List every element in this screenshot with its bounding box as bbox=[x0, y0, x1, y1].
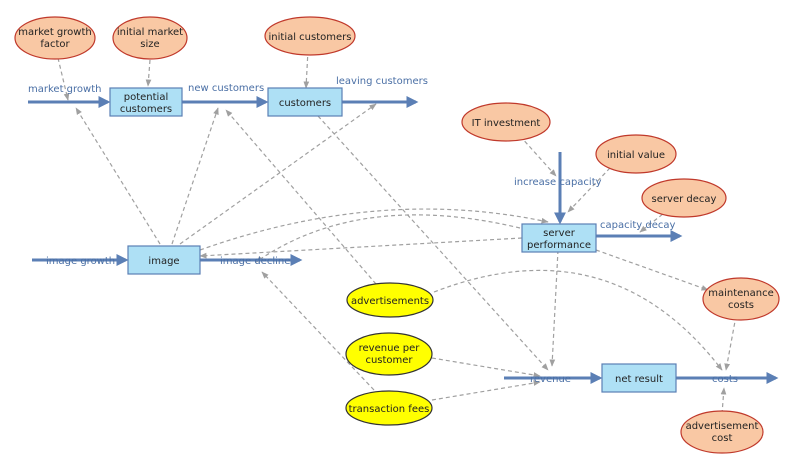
param-initial-value[interactable]: initial value bbox=[595, 134, 677, 174]
param-initial-market-size[interactable]: initial market size bbox=[112, 16, 188, 60]
stock-net-result-label: net result bbox=[615, 374, 663, 385]
link-server-to-image-growth bbox=[199, 237, 523, 259]
stock-potential-customers-line1: potential bbox=[124, 92, 168, 103]
flow-label-capacity-decay: capacity decay bbox=[600, 220, 676, 231]
param-initial-value-label: initial value bbox=[607, 150, 665, 161]
link-server-decay bbox=[639, 209, 669, 233]
param-market-growth-factor-line2: factor bbox=[40, 39, 70, 50]
param-initial-market-size-line2: size bbox=[140, 39, 159, 50]
input-revenue-per-customer-line1: revenue per bbox=[359, 343, 421, 354]
stock-image[interactable]: image bbox=[127, 245, 201, 275]
influence-links bbox=[57, 49, 737, 415]
flow-label-image-growth: image growth bbox=[46, 256, 115, 267]
param-maintenance-costs-line2: costs bbox=[728, 300, 754, 311]
param-advertisement-cost-line1: advertisement bbox=[686, 421, 759, 432]
link-image-to-leaving-customers bbox=[179, 103, 377, 245]
link-server-to-image-decline bbox=[255, 214, 521, 263]
link-market-growth-factor bbox=[57, 57, 70, 101]
flow-label-new-customers: new customers bbox=[188, 83, 264, 94]
param-server-decay-label: server decay bbox=[652, 194, 717, 205]
param-it-investment[interactable]: IT investment bbox=[461, 102, 551, 142]
flow-label-image-decline: image decline bbox=[220, 256, 290, 267]
param-maintenance-costs[interactable]: maintenance costs bbox=[702, 277, 780, 321]
param-initial-market-size-line1: initial market bbox=[117, 27, 183, 38]
stock-server-performance-line2: performance bbox=[527, 240, 591, 251]
stock-customers[interactable]: customers bbox=[267, 87, 343, 117]
stock-net-result[interactable]: net result bbox=[601, 363, 677, 393]
link-initial-value bbox=[567, 167, 611, 213]
link-image-to-server-decline bbox=[199, 208, 549, 251]
param-initial-customers-label: initial customers bbox=[269, 32, 352, 43]
flow-label-leaving-customers: leaving customers bbox=[336, 76, 428, 87]
stock-potential-customers[interactable]: potential customers bbox=[109, 87, 183, 117]
param-maintenance-costs-line1: maintenance bbox=[708, 288, 774, 299]
link-advertisements-to-new-customers bbox=[225, 109, 377, 285]
input-transaction-fees-label: transaction fees bbox=[349, 404, 430, 415]
link-maintenance-to-costs bbox=[724, 315, 737, 371]
link-image-to-new-customers bbox=[171, 107, 219, 245]
link-advertisement-cost bbox=[720, 387, 727, 415]
flow-label-costs: costs bbox=[712, 374, 738, 385]
param-advertisement-cost-line2: cost bbox=[712, 433, 733, 444]
stock-server-performance-line1: server bbox=[543, 228, 576, 239]
input-revenue-per-customer-line2: customer bbox=[365, 355, 413, 366]
flow-labels: market growth new customers leaving cust… bbox=[28, 76, 738, 385]
param-it-investment-label: IT investment bbox=[472, 118, 541, 129]
param-advertisement-cost[interactable]: advertisement cost bbox=[680, 410, 764, 454]
link-server-to-revenue bbox=[549, 249, 559, 367]
stock-image-label: image bbox=[148, 256, 179, 267]
param-server-decay[interactable]: server decay bbox=[641, 178, 727, 218]
link-image-to-market-growth bbox=[75, 107, 161, 245]
stock-potential-customers-line2: customers bbox=[120, 104, 172, 115]
flow-label-revenue: revenue bbox=[530, 374, 571, 385]
flow-label-market-growth: market growth bbox=[28, 84, 101, 95]
link-advertisements-to-costs bbox=[433, 269, 723, 371]
link-transaction-fees bbox=[431, 380, 541, 401]
input-advertisements-label: advertisements bbox=[351, 296, 429, 307]
flows bbox=[28, 96, 779, 384]
link-initial-customers bbox=[303, 49, 310, 89]
link-it-investment-to-increase bbox=[519, 135, 557, 177]
link-initial-market-size bbox=[145, 59, 152, 87]
input-revenue-per-customer[interactable]: revenue per customer bbox=[345, 332, 433, 376]
input-advertisements[interactable]: advertisements bbox=[346, 282, 434, 318]
link-revenue-per-customer bbox=[431, 357, 541, 378]
param-market-growth-factor[interactable]: market growth factor bbox=[14, 16, 96, 60]
link-transaction-fees-to-image-decline bbox=[261, 271, 375, 391]
stock-server-performance[interactable]: server performance bbox=[521, 223, 597, 253]
link-server-to-maintenance bbox=[595, 249, 709, 291]
link-customers-to-revenue bbox=[317, 115, 549, 371]
param-market-growth-factor-line1: market growth bbox=[18, 27, 91, 38]
input-transaction-fees[interactable]: transaction fees bbox=[345, 390, 433, 426]
stock-customers-label: customers bbox=[279, 98, 331, 109]
param-initial-customers[interactable]: initial customers bbox=[264, 16, 356, 56]
flow-label-increase-capacity: increase capacity bbox=[514, 177, 602, 188]
